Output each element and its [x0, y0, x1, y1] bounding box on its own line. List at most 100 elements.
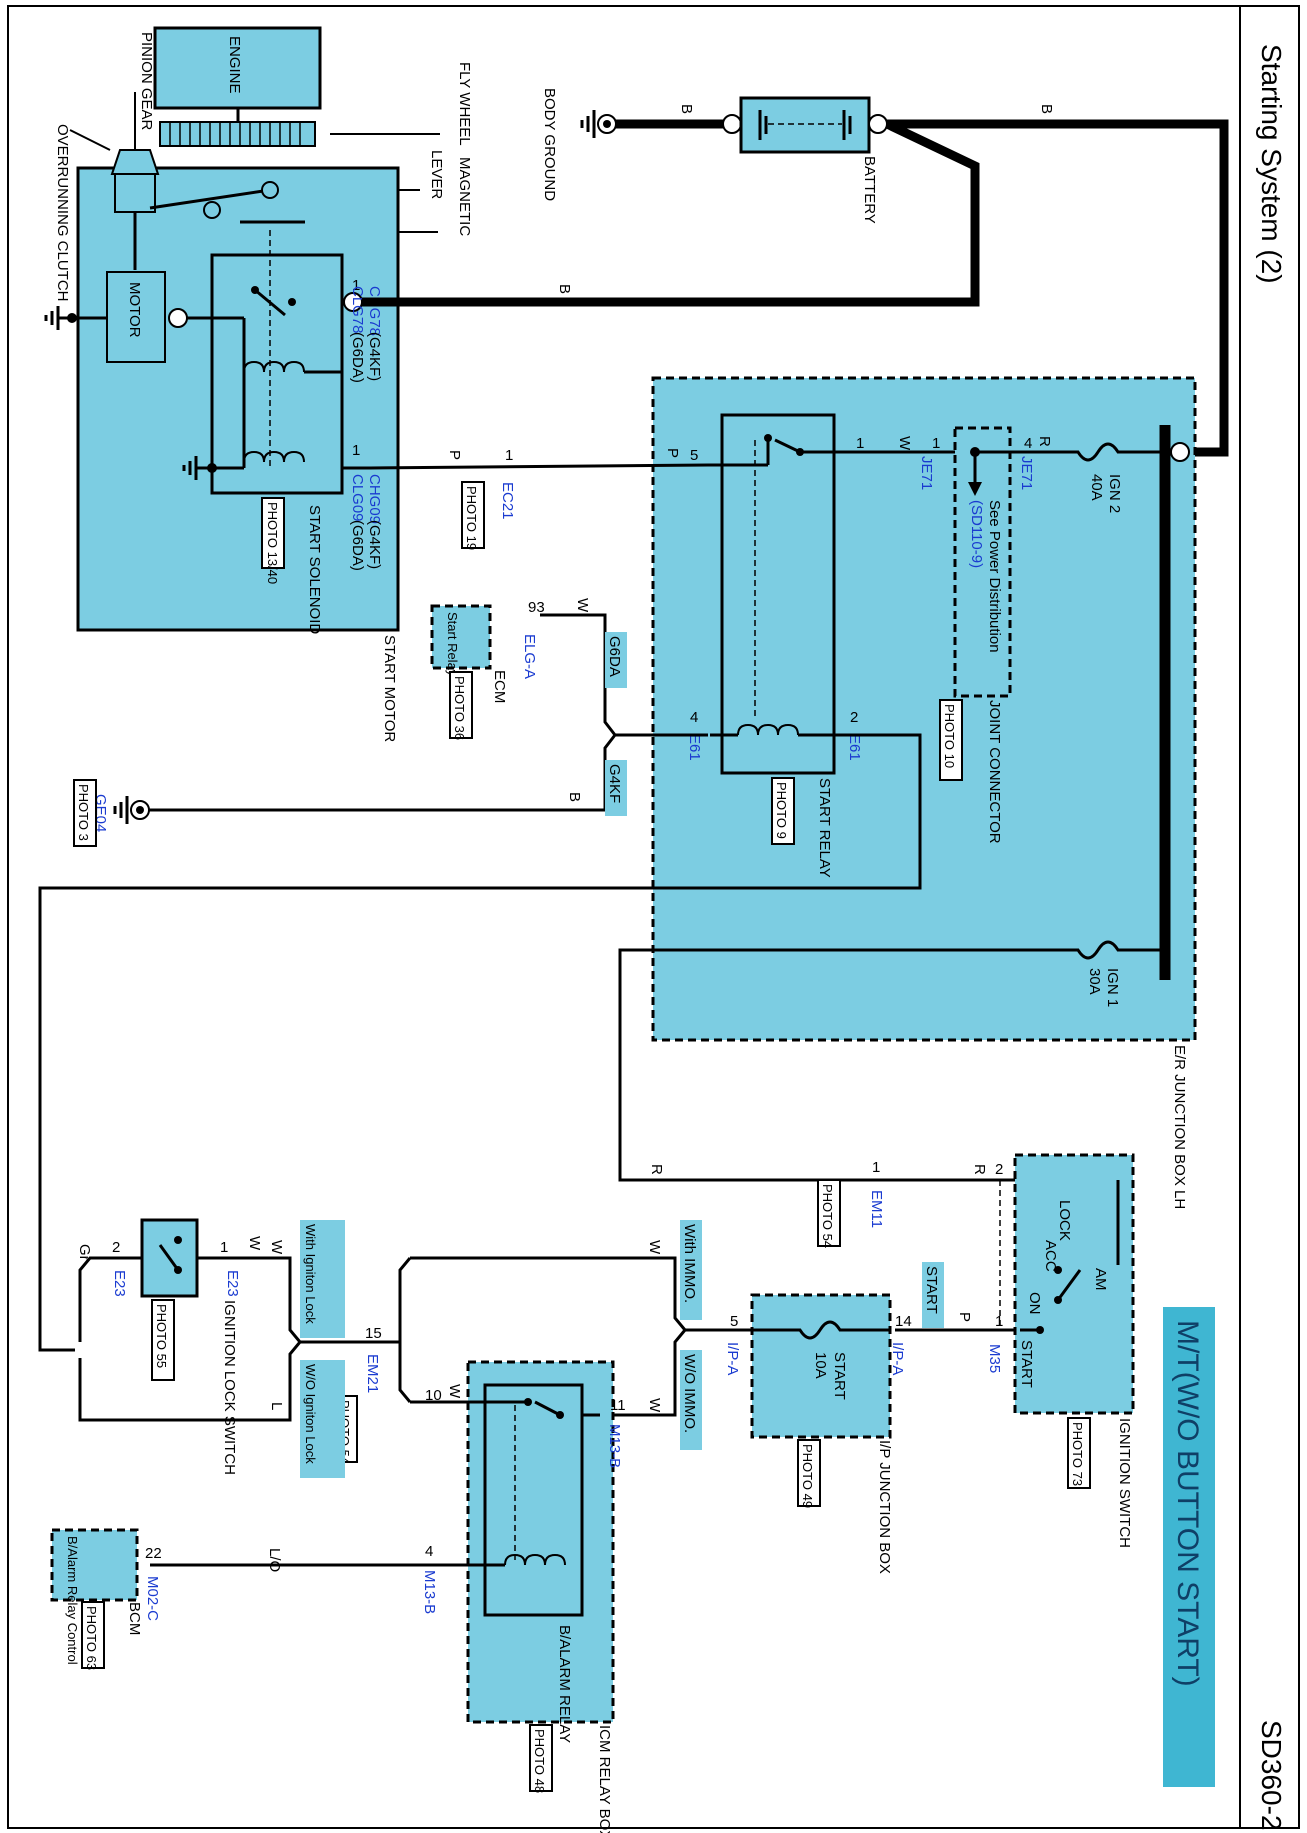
- wire-w-e23: W: [246, 1236, 263, 1251]
- ecm-conn: ELG-A: [521, 634, 538, 679]
- icm-conn-b: M13-B: [421, 1570, 438, 1614]
- wire-l-lock: L: [268, 1402, 285, 1410]
- start-relay-label: START RELAY: [816, 778, 833, 878]
- ip-conn-a1: I/P-A: [889, 1342, 906, 1375]
- bcm-conn: M02-C: [144, 1576, 161, 1621]
- b-terminal-pin: 1: [352, 277, 360, 294]
- ec21-conn: EC21: [499, 482, 516, 520]
- icm-conn-a: M13-B: [606, 1424, 623, 1468]
- s-terminal-pin: 1: [352, 442, 360, 459]
- body-ground-label: BODY GROUND: [541, 88, 558, 201]
- joint-connector: [953, 426, 1012, 698]
- lock-conn-e23-a: E23: [224, 1270, 241, 1297]
- ignition-switch-box: [1013, 1153, 1135, 1415]
- icm-photo: PHOTO 48: [532, 1729, 547, 1793]
- relay-pin5: 5: [690, 447, 698, 464]
- conn-clg78-sfx: (G6DA): [349, 332, 366, 383]
- icm-pin4: 4: [425, 1543, 433, 1560]
- er-junction-box-label: E/R JUNCTION BOX LH: [1171, 1045, 1188, 1209]
- g6da-tag: G6DA: [606, 636, 623, 677]
- bcm-label: BCM: [126, 1602, 143, 1635]
- start-solenoid-photo: PHOTO 13/40: [265, 502, 280, 584]
- pinion-assembly: [114, 173, 156, 213]
- wire-r-em11: R: [648, 1164, 665, 1175]
- fly-wheel-label: FLY WHEEL: [456, 62, 473, 146]
- ign1-amp: 30A: [1086, 968, 1103, 995]
- see-ref: (SD110-9): [968, 500, 985, 568]
- pinion-gear-icon: [110, 149, 160, 175]
- ge04-ground-icon: [113, 796, 150, 824]
- ign-pin1: 1: [995, 1313, 1003, 1330]
- wire-r-ign: R: [971, 1164, 988, 1175]
- ecm-label: ECM: [491, 670, 508, 703]
- solenoid-box: [210, 253, 344, 495]
- solenoid-coil-b: [243, 450, 305, 463]
- mode-banner-text: M/T(W/O BUTTON START): [1171, 1320, 1204, 1687]
- em11-pin: 1: [872, 1159, 880, 1176]
- joint-connector-label: JOINT CONNECTOR: [986, 700, 1003, 844]
- lever-end: [261, 181, 279, 199]
- ign-pin2: 2: [995, 1161, 1003, 1178]
- bcm-alarm-control: B/Alarm Relay Control: [65, 1536, 80, 1665]
- ign-start: START: [1018, 1340, 1035, 1388]
- ip-pin5: 5: [730, 1313, 738, 1330]
- joint-photo: PHOTO 10: [942, 704, 957, 768]
- wire-w-icm: W: [446, 1384, 463, 1399]
- start-relay-coil: [737, 723, 799, 736]
- conn-chg78-sfx: (G4KF): [366, 332, 383, 381]
- start-relay-photo: PHOTO 9: [774, 782, 789, 839]
- je71-conn-top: JE71: [1018, 456, 1035, 490]
- ign1-label: IGN 1: [1104, 968, 1121, 1007]
- er-junction-box: [651, 376, 1197, 1042]
- icm-pin11: 11: [610, 1397, 626, 1414]
- flywheel: [159, 121, 316, 147]
- ec21-pin: 1: [505, 447, 513, 464]
- ignition-photo: PHOTO 73: [1070, 1422, 1085, 1486]
- balarm-relay-label: B/ALARM RELAY: [556, 1625, 573, 1743]
- icm-label: ICM RELAY BOX: [596, 1725, 613, 1833]
- relay-pin4: 4: [690, 709, 698, 726]
- battery-to-starter-cable: [362, 119, 980, 307]
- with-immo-tag: With IMMO.: [681, 1224, 698, 1303]
- ign-acc: ACC: [1042, 1240, 1059, 1272]
- wire-p-ign: P: [956, 1312, 973, 1322]
- start-motor-box: [76, 166, 400, 632]
- bcm-pin: 22: [145, 1545, 162, 1562]
- conn-clg09: CLG09: [349, 474, 366, 522]
- wire-b-label: B: [678, 104, 695, 114]
- wire-w-with-immo: W: [646, 1240, 663, 1255]
- lever-label: LEVER: [428, 150, 445, 199]
- mode-banner: [1163, 1307, 1215, 1787]
- ign1-fuse: [1060, 940, 1165, 960]
- page-title: Starting System (2): [1256, 44, 1287, 284]
- pinion-gear-label: PINION GEAR: [138, 32, 155, 131]
- flywheel-teeth: [169, 122, 301, 146]
- wire-b-ge04: B: [566, 792, 583, 802]
- with-lock-tag: With Igniton Lock: [303, 1224, 318, 1324]
- see-power-distribution: See Power Distribution: [986, 500, 1003, 653]
- g4kf-tag: G4KF: [606, 764, 623, 803]
- bcm-box: [50, 1528, 139, 1602]
- wire-w-without-immo: W: [646, 1398, 663, 1413]
- ign-lock-switch-label: IGNITION LOCK SWITCH: [221, 1300, 238, 1475]
- ign2-label: IGN 2: [1106, 474, 1123, 513]
- lock-pin1: 1: [220, 1239, 228, 1256]
- ground-icon: [44, 306, 107, 330]
- ec21-photo: PHOTO 19: [464, 486, 479, 550]
- je71-pin1: 1: [932, 435, 940, 452]
- icm-pin10: 10: [425, 1387, 442, 1404]
- motor-terminal: [168, 308, 188, 328]
- engine-label: ENGINE: [226, 36, 243, 94]
- conn-chg09-sfx: (G4KF): [366, 520, 383, 569]
- start-solenoid-label: START SOLENOID: [306, 505, 323, 634]
- ign-on: ON: [1026, 1292, 1043, 1315]
- magnetic-label: MAGNETIC: [456, 157, 473, 236]
- wo-lock-tag: W/O Igniton Lock: [303, 1364, 318, 1464]
- page-code: SD360-2: [1256, 1720, 1287, 1831]
- lock-pin2: 2: [112, 1239, 120, 1256]
- ecm-start-relay: Start Relay: [445, 612, 460, 677]
- ign-am: AM: [1092, 1268, 1109, 1291]
- ecm-box: [430, 604, 492, 670]
- ip-junction-box: [750, 1293, 892, 1439]
